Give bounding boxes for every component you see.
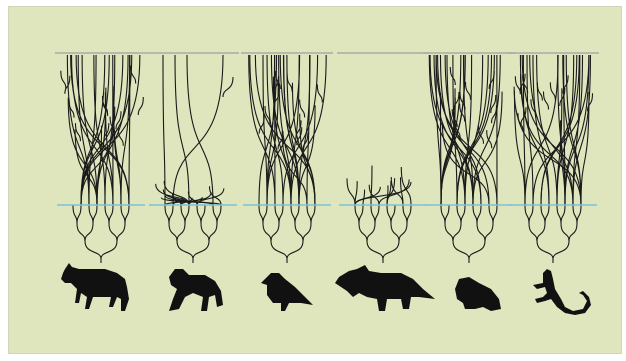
phylogeny-figure — [8, 6, 622, 354]
phylogeny-canvas — [9, 7, 621, 353]
